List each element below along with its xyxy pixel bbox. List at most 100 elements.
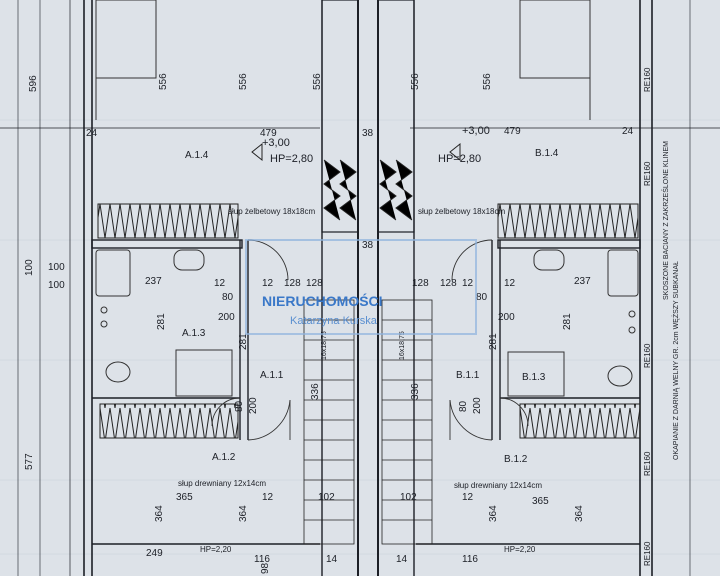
room-label-b13: B.1.3 — [522, 372, 546, 383]
dim-336-right: 336 — [410, 383, 421, 400]
room-label-a12: A.1.2 — [212, 452, 236, 463]
dim-38-top: 38 — [362, 128, 374, 139]
dim-128-d: 128 — [440, 278, 457, 289]
dim-556-d: 556 — [410, 73, 421, 90]
room-label-a13: A.1.3 — [182, 328, 206, 339]
door-swings — [211, 239, 529, 441]
dim-556-c: 556 — [312, 73, 323, 90]
note-slup-drewniany-right: słup drewniany 12x14cm — [454, 481, 542, 490]
wardrobe-hatch-lower-right — [519, 403, 641, 439]
dim-128-b: 128 — [306, 278, 323, 289]
level-bottom-left-hp: HP=2,20 — [200, 545, 232, 554]
background-grid — [0, 119, 720, 555]
dim-38-mid: 38 — [362, 240, 374, 251]
dim-200-a: 200 — [218, 312, 235, 323]
dim-556-a: 556 — [158, 73, 169, 90]
shaft-hatching — [323, 159, 413, 221]
wardrobe-hatch-left — [97, 203, 239, 239]
wardrobe-hatch-right — [497, 203, 639, 239]
dim-577: 577 — [24, 453, 35, 470]
note-slup-drewniany-left: słup drewniany 12x14cm — [178, 479, 266, 488]
dim-200-d: 200 — [472, 397, 483, 414]
dim-12-a: 12 — [214, 278, 226, 289]
stair-label-right: 16x18,75 — [399, 331, 406, 360]
dim-80-a: 80 — [222, 292, 234, 303]
room-label-a11: A.1.1 — [260, 370, 284, 381]
room-label-b12: B.1.2 — [504, 454, 528, 465]
wardrobe-hatch-lower-left — [99, 403, 239, 439]
watermark-line-1: NIERUCHOMOŚCI — [262, 292, 383, 309]
central-shafts — [321, 0, 415, 576]
dim-479-right: 479 — [504, 126, 521, 137]
dim-365-right: 365 — [532, 496, 549, 507]
dim-281-d: 281 — [562, 313, 573, 330]
dim-479-left: 479 — [260, 128, 277, 139]
staircase-left — [303, 299, 355, 545]
right-margin-note-2: OKAPIANIE Z DARNIĄ WELNY GR. 2cm WĘŻSZY … — [671, 261, 680, 460]
dim-596: 596 — [28, 75, 39, 92]
dim-365-left: 365 — [176, 492, 193, 503]
note-slup-zelbetowy-left: słup żelbetowy 18x18cm — [228, 207, 315, 216]
dim-364-d: 364 — [574, 505, 585, 522]
dim-237-right: 237 — [574, 276, 591, 287]
dim-556-e: 556 — [482, 73, 493, 90]
level-bottom-right-hp: HP=2,20 — [504, 545, 536, 554]
dim-24-left: 24 — [86, 128, 98, 139]
dim-100-a: 100 — [48, 262, 65, 273]
dim-281-a: 281 — [156, 313, 167, 330]
dim-364-b: 364 — [238, 505, 249, 522]
right-margin-note-1: SKOSZONE BACIANY Z ZAKRZEŚLONE KLINEM — [661, 141, 670, 300]
dim-281-c: 281 — [488, 333, 499, 350]
dim-364-c: 364 — [488, 505, 499, 522]
dim-12-b: 12 — [504, 278, 516, 289]
room-label-b11: B.1.1 — [456, 370, 480, 381]
dim-128-c: 128 — [412, 278, 429, 289]
dim-12-d: 12 — [462, 278, 474, 289]
wall-label-1: RE160 — [643, 67, 652, 92]
dim-14-left: 14 — [326, 554, 338, 565]
dim-24-right: 24 — [622, 126, 634, 137]
note-slup-zelbetowy-right: słup żelbetowy 18x18cm — [418, 207, 505, 216]
dim-116-left: 116 — [254, 554, 270, 565]
dim-102-left: 102 — [318, 492, 335, 503]
dim-80-c: 80 — [234, 400, 245, 412]
dim-80-d: 80 — [458, 400, 469, 412]
dim-249: 249 — [146, 548, 163, 559]
dim-336-left: 336 — [310, 383, 321, 400]
dim-364-a: 364 — [154, 505, 165, 522]
dim-100-c: 100 — [24, 259, 35, 276]
wall-label-3: RE160 — [643, 343, 652, 368]
watermark: NIERUCHOMOŚCI Katarzyna Kurska — [245, 239, 477, 335]
room-label-a14: A.1.4 — [185, 150, 209, 161]
staircase-right — [381, 299, 433, 545]
wall-label-5: RE160 — [643, 541, 652, 566]
level-right-hp: HP=2,80 — [438, 153, 481, 165]
dim-200-c: 200 — [248, 397, 259, 414]
dim-12-f: 12 — [462, 492, 474, 503]
level-left-hp: HP=2,80 — [270, 153, 313, 165]
watermark-line-2: Katarzyna Kurska — [290, 315, 378, 327]
dim-556-b: 556 — [238, 73, 249, 90]
dim-14-right: 14 — [396, 554, 408, 565]
right-margin-labels: SKOSZONE BACIANY Z ZAKRZEŚLONE KLINEM OK… — [643, 67, 680, 566]
dim-98: 98 — [260, 562, 271, 574]
dim-128-a: 128 — [284, 278, 301, 289]
stair-label-left: 16x18,75 — [321, 331, 328, 360]
wall-label-2: RE160 — [643, 161, 652, 186]
furniture-beds — [95, 0, 591, 120]
wall-label-4: RE160 — [643, 451, 652, 476]
level-left-plus: +3,00 — [262, 137, 290, 149]
dim-100-b: 100 — [48, 280, 65, 291]
dim-200-b: 200 — [498, 312, 515, 323]
level-marker-right — [449, 142, 461, 162]
dim-80-b: 80 — [476, 292, 488, 303]
dim-281-b: 281 — [238, 333, 249, 350]
level-right-plus: +3,00 — [462, 125, 490, 137]
dim-12-c: 12 — [262, 278, 274, 289]
dim-116-right: 116 — [462, 554, 478, 565]
bathroom-fixtures — [95, 249, 639, 397]
inner-walls — [91, 239, 641, 545]
dim-12-e: 12 — [262, 492, 274, 503]
